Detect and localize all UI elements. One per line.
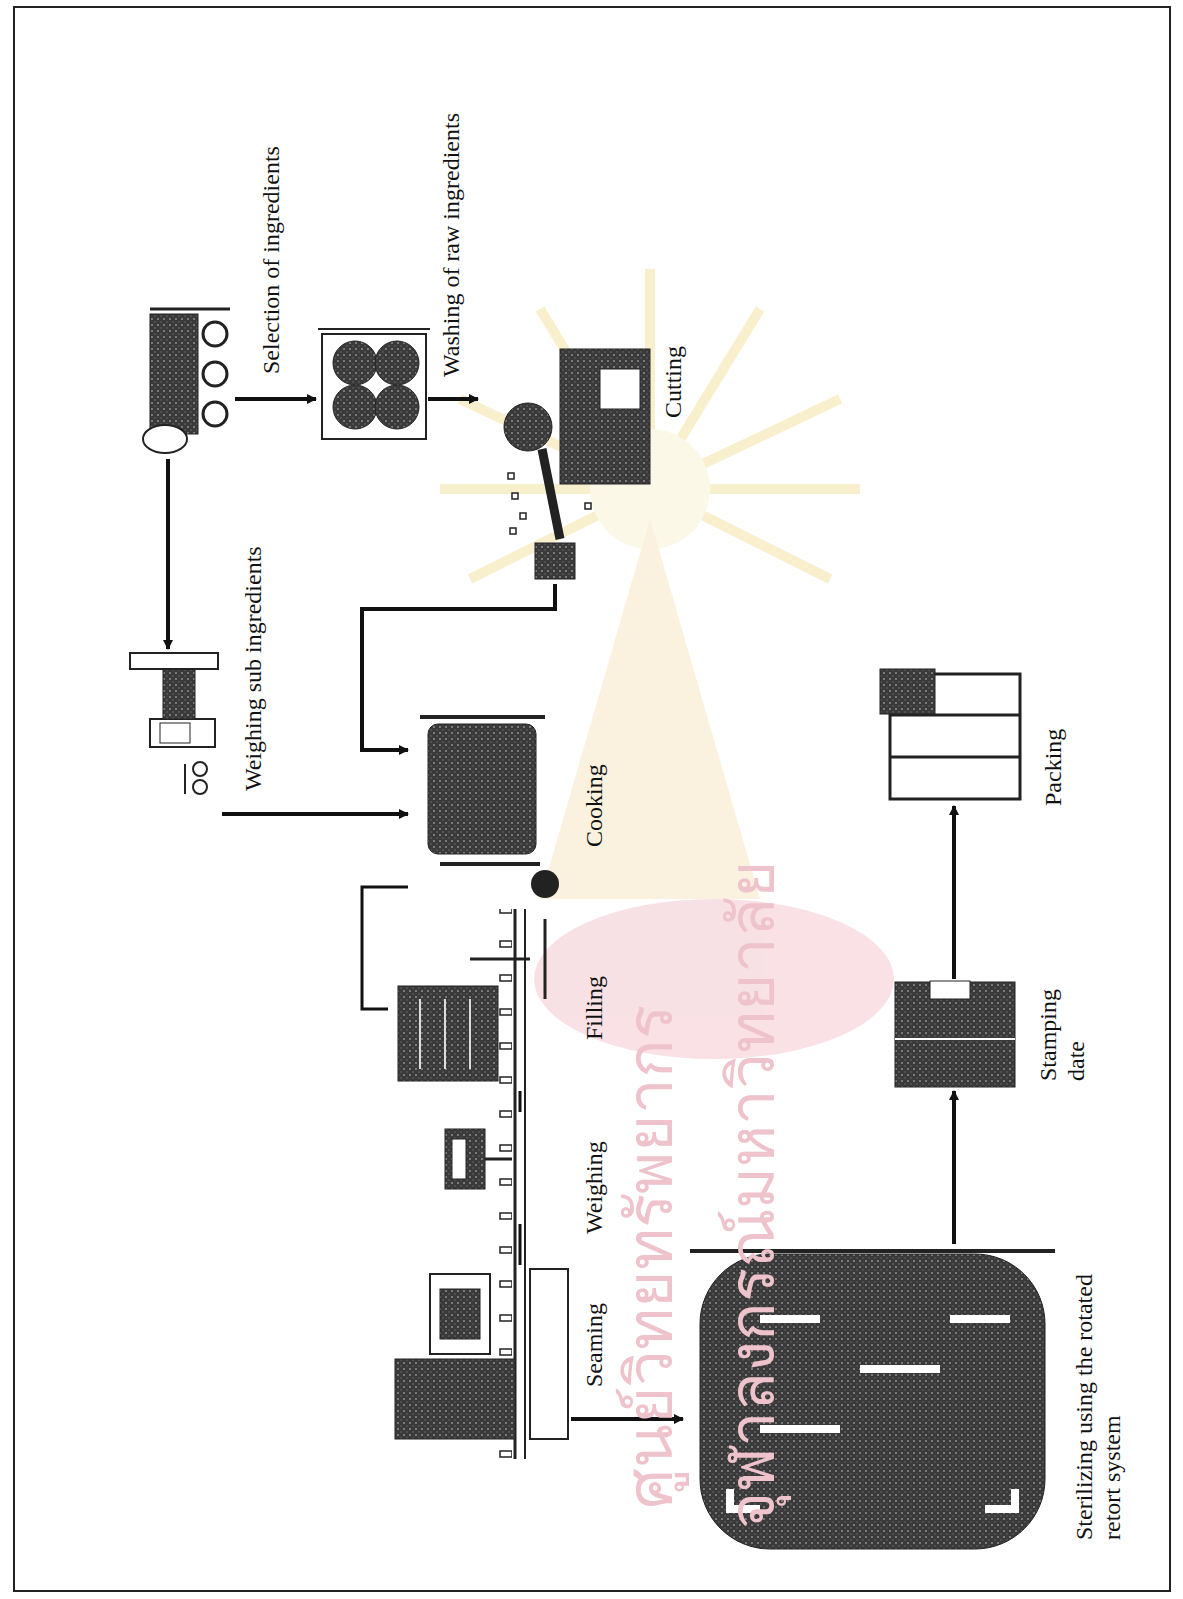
process-step: Filling xyxy=(388,979,571,1091)
process-step: Stamping date xyxy=(887,979,1020,1091)
step-label: Cooking xyxy=(581,764,609,847)
process-step: Weighing sub ingredients xyxy=(90,649,222,819)
step-label: Weighing xyxy=(581,1141,609,1234)
step-label: Seaming xyxy=(581,1303,609,1387)
step-label: Packing xyxy=(1040,729,1068,806)
step-label: Cutting xyxy=(660,346,688,418)
flow-arrow xyxy=(222,812,408,816)
step-label: Filling xyxy=(581,976,609,1040)
watermark-text: ศูนย์วิทยทรัพยากร xyxy=(598,1005,700,1509)
step-label: Washing of raw ingredients xyxy=(438,113,466,377)
flow-arrow xyxy=(235,397,316,401)
flow-arrow xyxy=(952,1091,956,1244)
flow-arrow xyxy=(166,459,170,649)
flow-arrow xyxy=(362,584,555,750)
flow-arrow xyxy=(428,397,478,401)
watermark-text: จุฬาลงกรณ์มหาวิทยาลัย xyxy=(700,860,802,1529)
step-label: Sterilizing using the rotated retort sys… xyxy=(1071,1220,1126,1540)
step-label: Weighing sub ingredients xyxy=(240,546,268,791)
process-step: Washing of raw ingredients xyxy=(316,327,428,449)
pipe-line xyxy=(519,1224,522,1265)
pipe-line xyxy=(362,887,408,1009)
process-step: Cutting xyxy=(478,344,653,584)
process-step: Seaming xyxy=(377,1265,571,1448)
pipe-line xyxy=(519,1091,522,1112)
process-step: Weighing xyxy=(439,1112,530,1224)
step-label: Stamping date xyxy=(1035,971,1090,1081)
process-step: Cooking xyxy=(408,714,571,898)
process-step: Packing xyxy=(877,663,1030,806)
process-step: Selection of ingredients xyxy=(140,299,235,459)
step-label: Selection of ingredients xyxy=(258,146,286,374)
flow-arrow xyxy=(952,806,956,979)
